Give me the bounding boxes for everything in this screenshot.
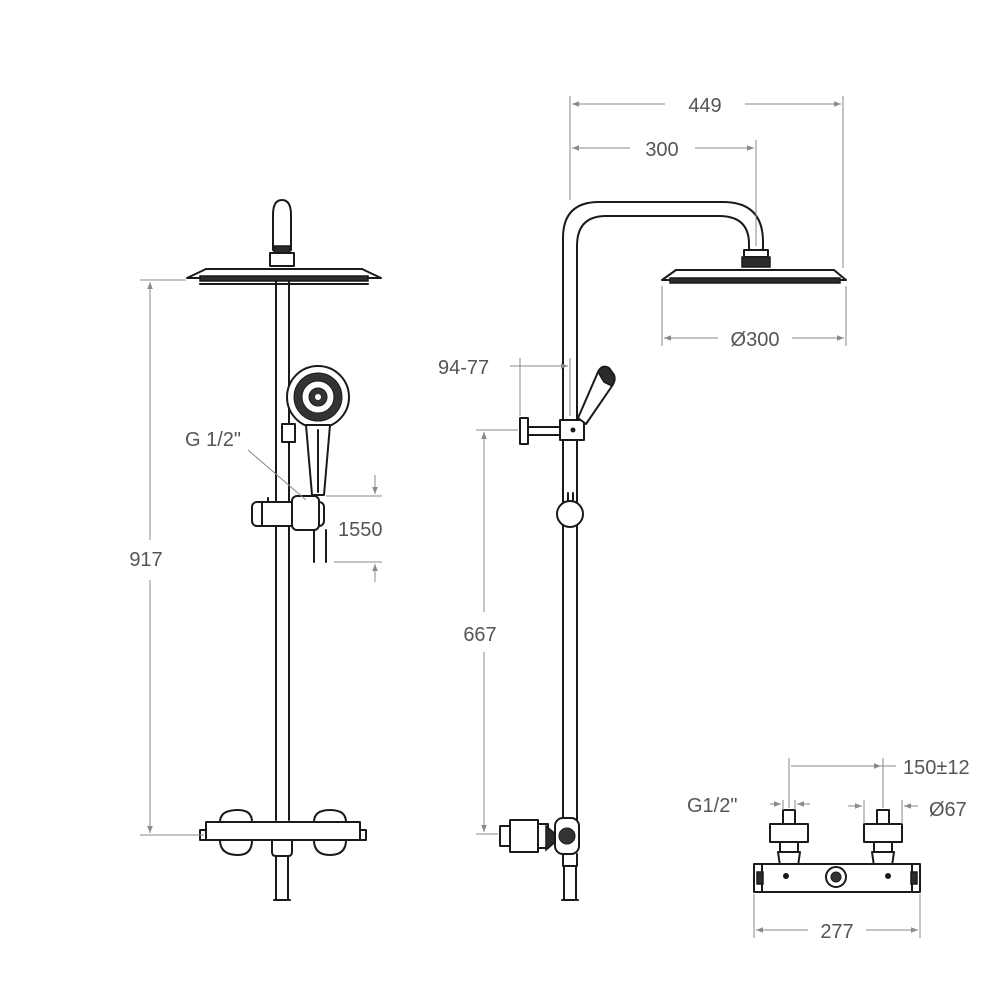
mixer-dimensions: 150±12 G1/2" Ø67 277	[687, 757, 970, 943]
dim-hand-connection: G 1/2"	[185, 429, 241, 451]
dim-mixer-width: 277	[820, 921, 853, 943]
dim-wall-offset: 94-77	[438, 357, 489, 379]
front-view	[186, 199, 382, 901]
dim-arm-reach: 300	[645, 139, 678, 161]
dim-head-diameter: Ø300	[731, 329, 780, 351]
front-dimensions: 917 G 1/2" 1550	[129, 279, 383, 836]
dim-height-total: 917	[129, 549, 162, 571]
dim-width-total: 449	[688, 95, 721, 117]
dim-slider-height: 667	[463, 624, 496, 646]
side-view	[499, 201, 847, 901]
dim-hose-length: 1550	[338, 519, 383, 541]
side-dimensions: 449 300 Ø300 94-77 667	[438, 95, 847, 835]
dim-flange-diameter: Ø67	[929, 799, 967, 821]
dim-inlet-spacing: 150±12	[903, 757, 970, 779]
mixer-view	[753, 809, 921, 893]
dim-inlet-thread: G1/2"	[687, 795, 737, 817]
